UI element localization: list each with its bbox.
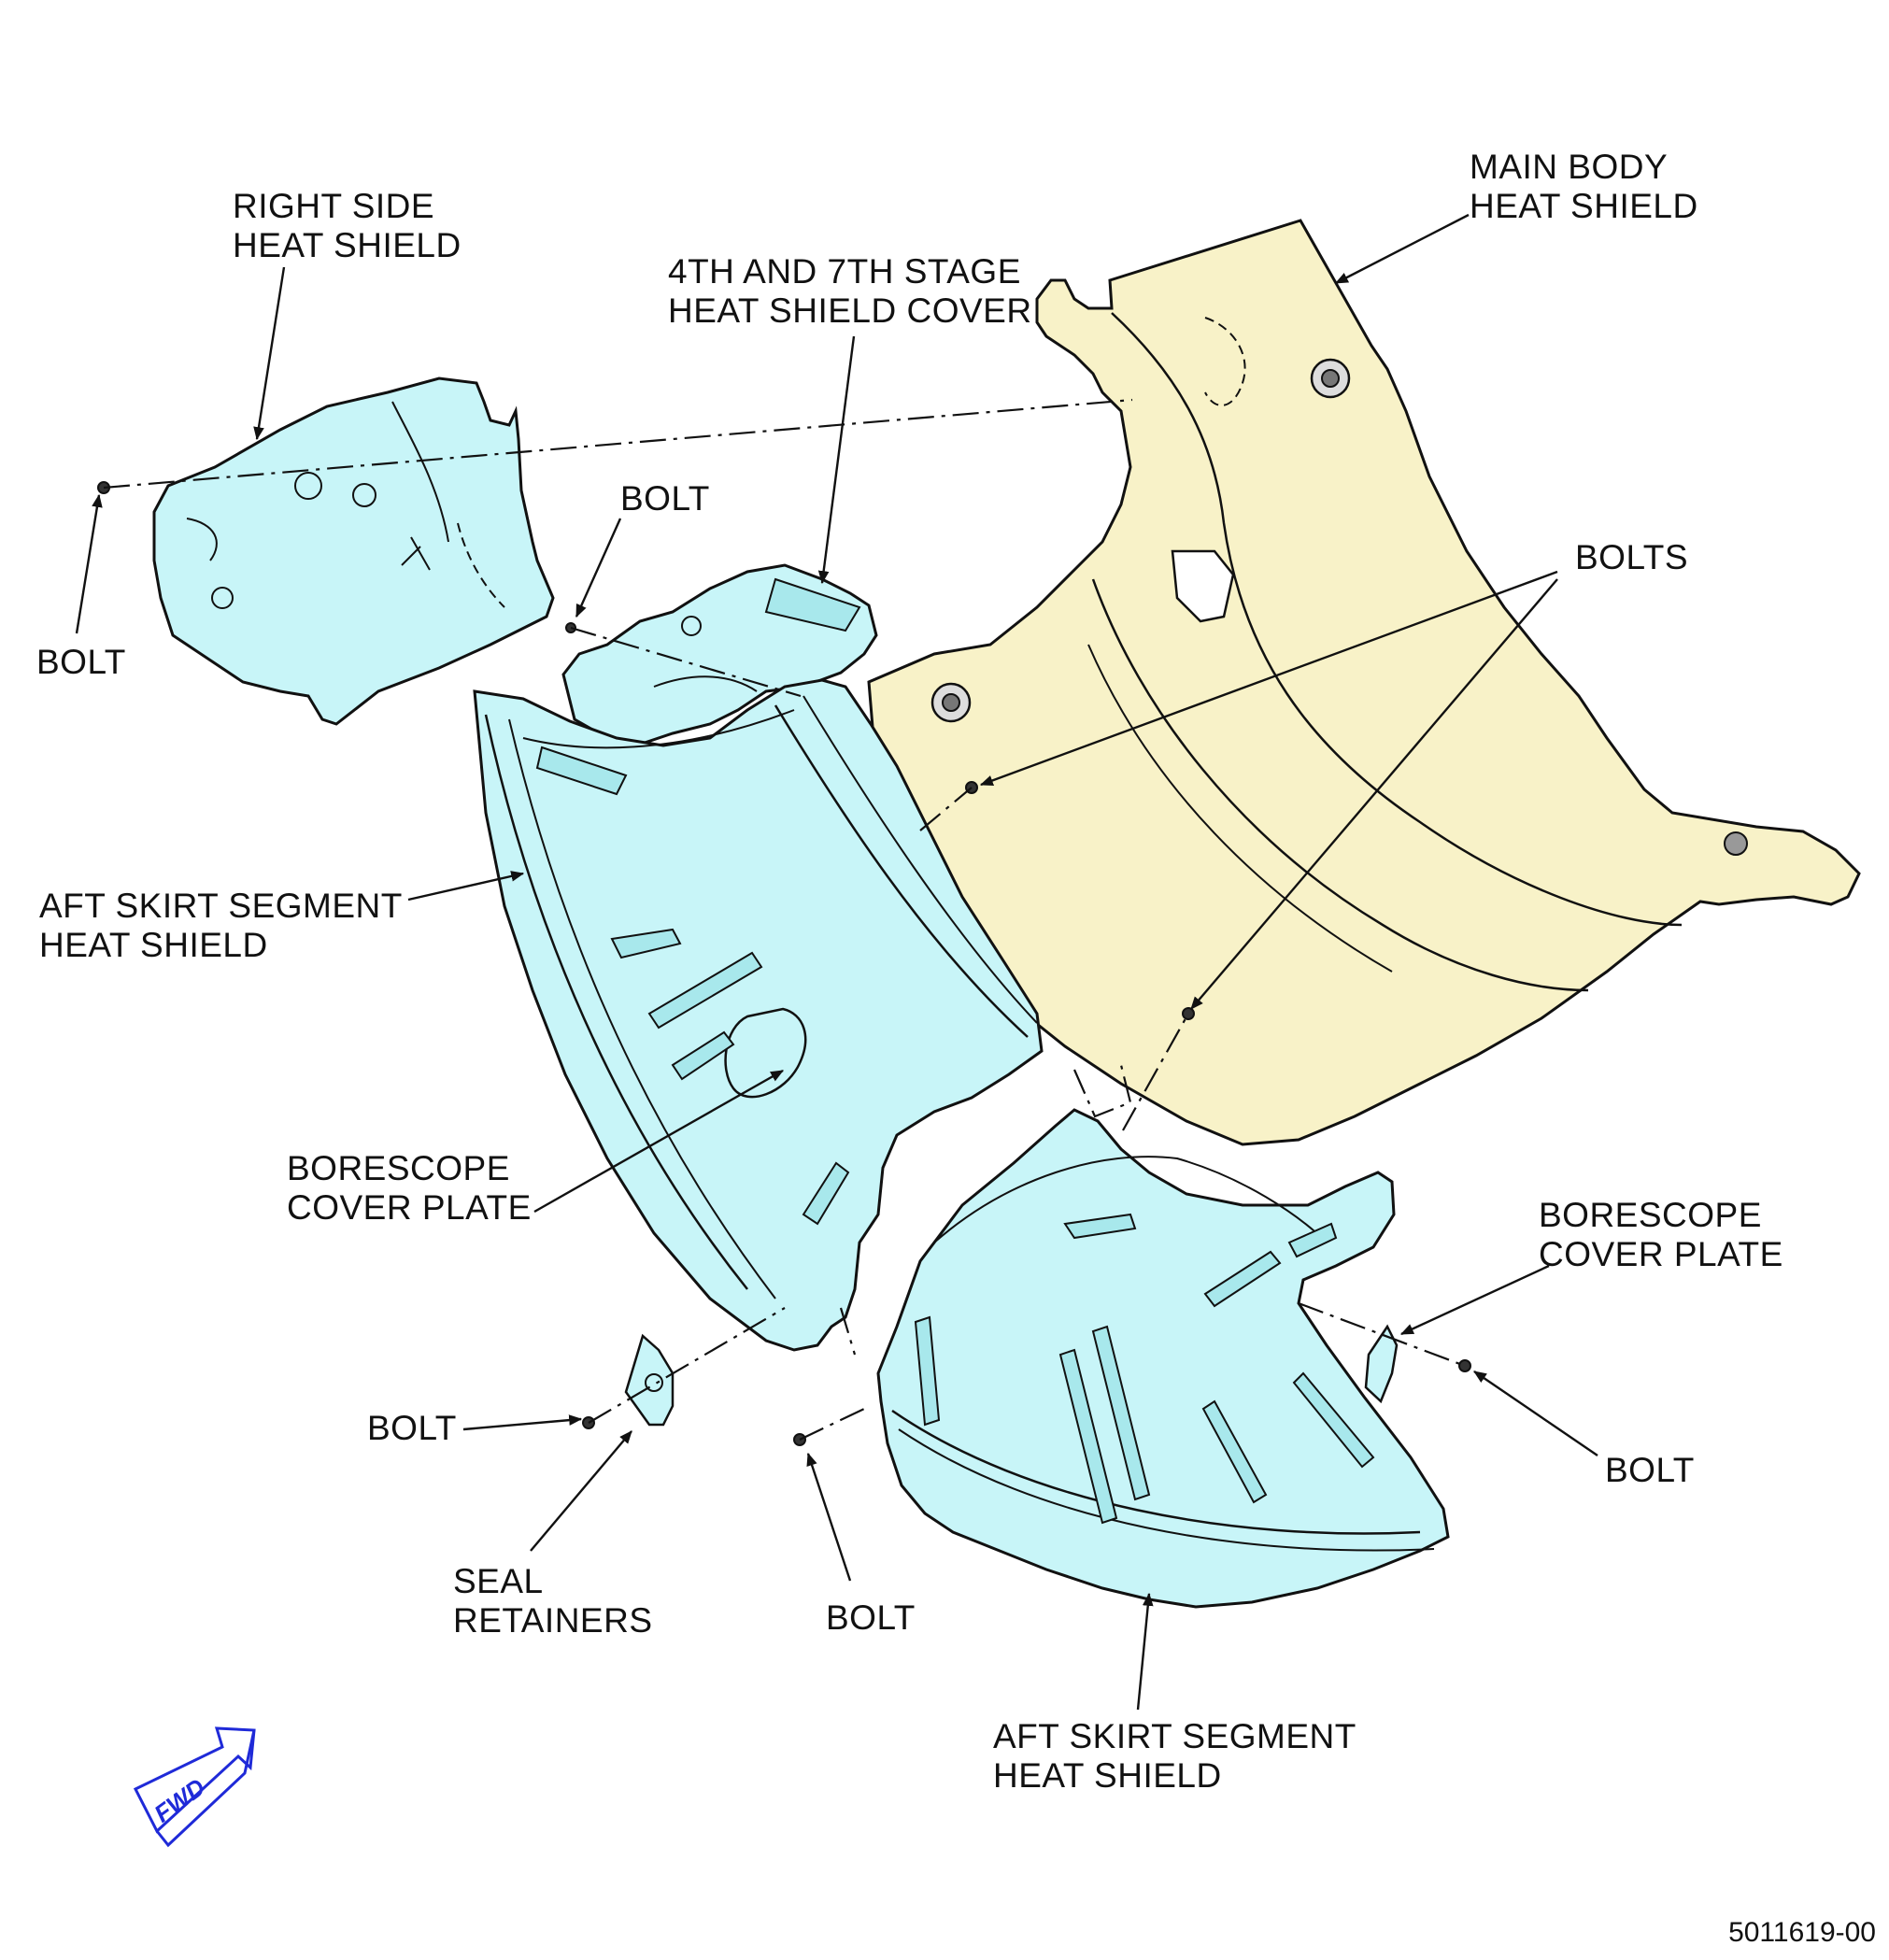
seal-retainers	[624, 1333, 675, 1427]
label-bolt-left: BOLT	[36, 643, 126, 681]
label-bolt-top: BOLT	[620, 479, 710, 518]
label-borescope-cover-plate-right: BORESCOPE COVER PLATE	[1539, 1196, 1783, 1273]
leader-lines	[75, 213, 1598, 1711]
stage-heat-shield-cover	[561, 563, 878, 745]
label-bolts: BOLTS	[1575, 538, 1689, 576]
label-bolt-bottom: BOLT	[826, 1598, 916, 1637]
fwd-arrow-icon: FWD	[133, 1726, 256, 1848]
label-bolt-right: BOLT	[1605, 1451, 1695, 1489]
label-aft-skirt-segment-upper: AFT SKIRT SEGMENT HEAT SHIELD	[39, 887, 403, 964]
assembly-centerlines	[103, 398, 1466, 1441]
label-main-body-heat-shield: MAIN BODY HEAT SHIELD	[1470, 148, 1698, 225]
right-side-heat-shield	[152, 376, 555, 726]
label-seal-retainers: SEAL RETAINERS	[453, 1562, 653, 1640]
document-number: 5011619-00	[1728, 1917, 1876, 1948]
label-stage-heat-shield-cover: 4TH AND 7TH STAGE HEAT SHIELD COVER	[668, 252, 1032, 330]
label-borescope-cover-plate-left: BORESCOPE COVER PLATE	[287, 1149, 532, 1227]
aft-skirt-segment-heat-shield-lower	[876, 1108, 1450, 1609]
label-aft-skirt-segment-lower: AFT SKIRT SEGMENT HEAT SHIELD	[993, 1717, 1356, 1795]
label-right-side-heat-shield: RIGHT SIDE HEAT SHIELD	[233, 187, 462, 264]
label-bolt-lower-left: BOLT	[367, 1409, 457, 1447]
borescope-cover-plate-right	[1364, 1324, 1399, 1404]
main-body-heat-shield	[867, 219, 1861, 1146]
aft-skirt-segment-heat-shield-upper	[473, 678, 1044, 1352]
